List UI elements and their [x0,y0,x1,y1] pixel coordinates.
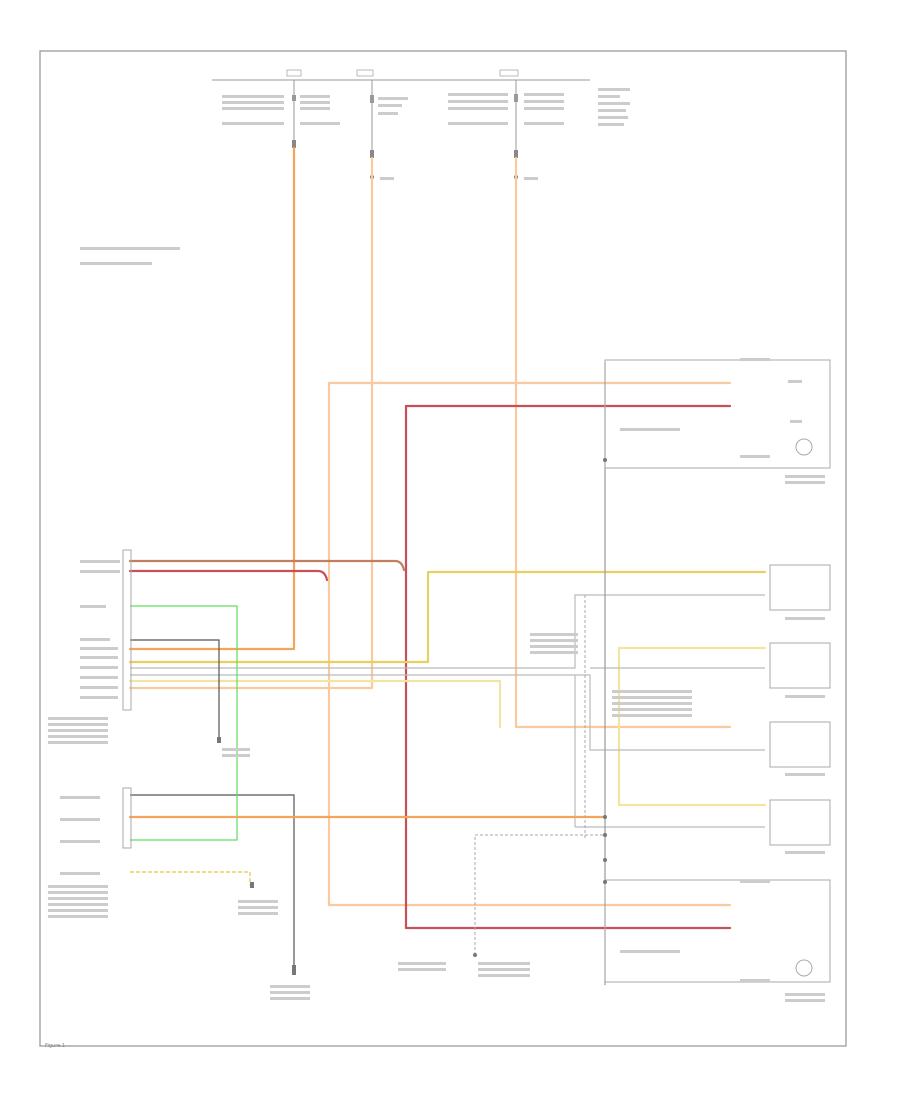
ground-symbol-1 [217,737,250,757]
wire-ground-lower [130,794,295,975]
right-front-lumbar-switch [769,642,831,698]
wire-orange-fuse1 [128,146,296,651]
wire-dashed-1 [474,834,605,955]
right-rear-lumbar-switch [769,799,831,854]
wire-gray-2 [130,674,765,751]
wire-module-pin1 [128,559,406,572]
wire-gray-1 [130,594,765,669]
fuse-1 [222,69,340,148]
wire-yellow-lf [128,570,767,664]
wire-yellow-bottom [130,871,251,885]
wire-green [130,605,238,841]
wire-red [404,404,732,930]
fuse-3 [448,69,630,180]
left-rear-lumbar-switch [769,721,831,776]
figure-id: Figure 1 [45,1043,66,1049]
seat-control-module [48,549,132,744]
center-notes [530,633,692,717]
bottom-connector-left [238,882,278,915]
legend-notes [80,247,180,265]
lower-control-module [48,787,132,918]
wire-ground-module [130,639,220,740]
wire-lightorange-fuse3 [514,156,732,729]
fuse-2 [356,69,408,180]
left-front-seat-heater [604,358,831,484]
ground-symbol-2 [270,965,310,1000]
wire-module-pin2 [128,569,329,582]
junction-dots [603,458,607,884]
bottom-notes [398,953,530,977]
left-front-lumbar-switch [769,564,831,620]
wire-orange-loop [327,381,732,907]
fuse-block-row [212,69,630,180]
wire-paleyellow-rr [128,679,502,729]
diagram-frame [39,50,847,1047]
right-front-seat-heater [604,879,831,1002]
wire-lightorange-fuse2 [128,156,374,690]
wire-paleyellow-rf-drop [617,646,767,807]
